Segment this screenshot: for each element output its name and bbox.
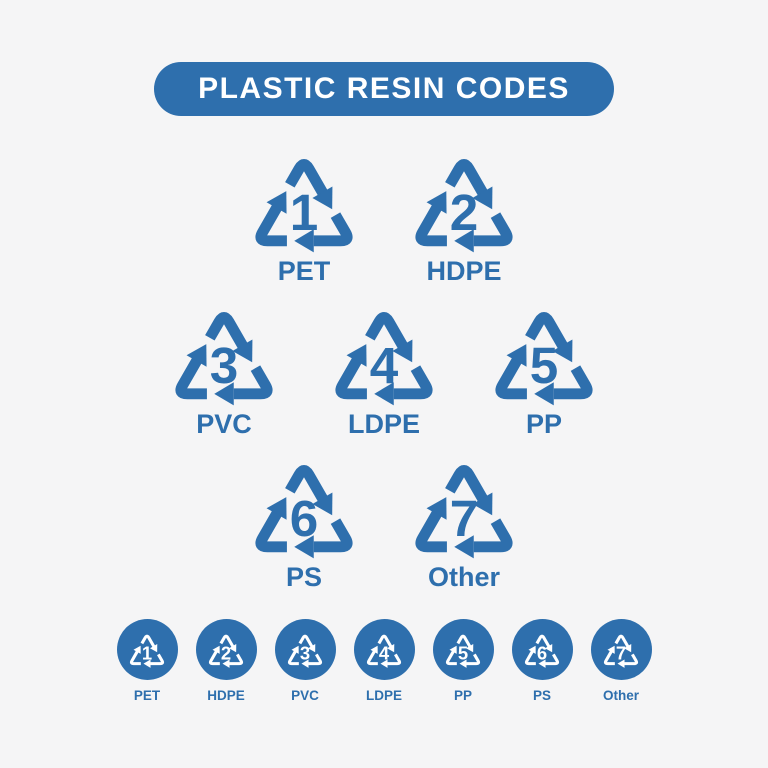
resin-symbol-hdpe: 2 HDPE bbox=[403, 148, 525, 287]
badge-number: 2 bbox=[221, 642, 231, 663]
badge-row: 1 PET 2 HDPE 3 PVC bbox=[0, 619, 768, 703]
resin-number: 7 bbox=[450, 490, 479, 547]
title-banner: PLASTIC RESIN CODES bbox=[154, 62, 614, 116]
recycling-arrows-icon: 3 bbox=[287, 633, 323, 670]
badge-circle-icon: 4 bbox=[353, 619, 415, 680]
resin-label: PP bbox=[525, 409, 563, 439]
badge-circle-icon: 1 bbox=[116, 619, 178, 680]
badge-pvc: 3 PVC bbox=[274, 619, 336, 703]
recycling-arrows-icon: 1 bbox=[243, 148, 365, 258]
resin-symbol-pvc: 3 PVC bbox=[163, 301, 285, 440]
resin-row-2: 3 PVC 4 LDPE 5 PP bbox=[163, 301, 605, 440]
badge-circle-icon: 3 bbox=[274, 619, 336, 680]
resin-number: 4 bbox=[370, 337, 399, 394]
badge-number: 3 bbox=[300, 642, 310, 663]
recycling-arrows-icon: 3 bbox=[163, 301, 285, 411]
badge-pp: 5 PP bbox=[432, 619, 494, 703]
resin-label: HDPE bbox=[426, 256, 502, 286]
resin-symbol-pet: 1 PET bbox=[243, 148, 365, 287]
recycling-arrows-icon: 7 bbox=[603, 633, 639, 670]
resin-label: Other bbox=[427, 562, 500, 592]
badge-number: 5 bbox=[458, 642, 468, 663]
resin-number: 6 bbox=[290, 490, 319, 547]
recycling-arrows-icon: 4 bbox=[366, 633, 402, 670]
badge-label: HDPE bbox=[207, 688, 245, 703]
recycling-arrows-icon: 5 bbox=[445, 633, 481, 670]
page-title: PLASTIC RESIN CODES bbox=[198, 72, 570, 105]
badge-circle-icon: 2 bbox=[195, 619, 257, 680]
recycling-arrows-icon: 2 bbox=[403, 148, 525, 258]
resin-row-1: 1 PET 2 HDPE bbox=[243, 148, 525, 287]
recycling-arrows-icon: 2 bbox=[208, 633, 244, 670]
resin-symbol-other: 7 Other bbox=[403, 454, 525, 593]
resin-number: 3 bbox=[210, 337, 239, 394]
resin-symbol-ps: 6 PS bbox=[243, 454, 365, 593]
resin-label: LDPE bbox=[347, 409, 420, 439]
badge-circle-icon: 6 bbox=[511, 619, 573, 680]
recycling-arrows-icon: 5 bbox=[483, 301, 605, 411]
badge-label: PET bbox=[133, 688, 161, 703]
recycling-arrows-icon: 4 bbox=[323, 301, 445, 411]
badge-label: PS bbox=[532, 688, 551, 703]
resin-label: PET bbox=[277, 256, 331, 286]
resin-row-3: 6 PS 7 Other bbox=[243, 454, 525, 593]
badge-number: 6 bbox=[537, 642, 547, 663]
resin-number: 2 bbox=[450, 184, 479, 241]
badge-ldpe: 4 LDPE bbox=[353, 619, 415, 703]
resin-symbol-pp: 5 PP bbox=[483, 301, 605, 440]
badge-hdpe: 2 HDPE bbox=[195, 619, 257, 703]
resin-symbol-ldpe: 4 LDPE bbox=[323, 301, 445, 440]
resin-number: 1 bbox=[290, 184, 319, 241]
recycling-arrows-icon: 6 bbox=[524, 633, 560, 670]
recycling-arrows-icon: 1 bbox=[129, 633, 165, 670]
badge-other: 7 Other bbox=[590, 619, 652, 703]
badge-number: 7 bbox=[616, 642, 626, 663]
resin-symbol-grid: 1 PET 2 HDPE 3 PVC bbox=[0, 148, 768, 607]
badge-circle-icon: 7 bbox=[590, 619, 652, 680]
resin-number: 5 bbox=[530, 337, 559, 394]
badge-label: Other bbox=[602, 688, 639, 703]
badge-ps: 6 PS bbox=[511, 619, 573, 703]
badge-label: PP bbox=[453, 688, 472, 703]
badge-label: PVC bbox=[291, 688, 319, 703]
resin-label: PS bbox=[285, 562, 323, 592]
resin-label: PVC bbox=[196, 409, 252, 439]
recycling-arrows-icon: 6 bbox=[243, 454, 365, 564]
badge-label: LDPE bbox=[365, 688, 402, 703]
badge-number: 1 bbox=[142, 642, 152, 663]
recycling-arrows-icon: 7 bbox=[403, 454, 525, 564]
badge-pet: 1 PET bbox=[116, 619, 178, 703]
badge-number: 4 bbox=[379, 642, 390, 663]
badge-circle-icon: 5 bbox=[432, 619, 494, 680]
